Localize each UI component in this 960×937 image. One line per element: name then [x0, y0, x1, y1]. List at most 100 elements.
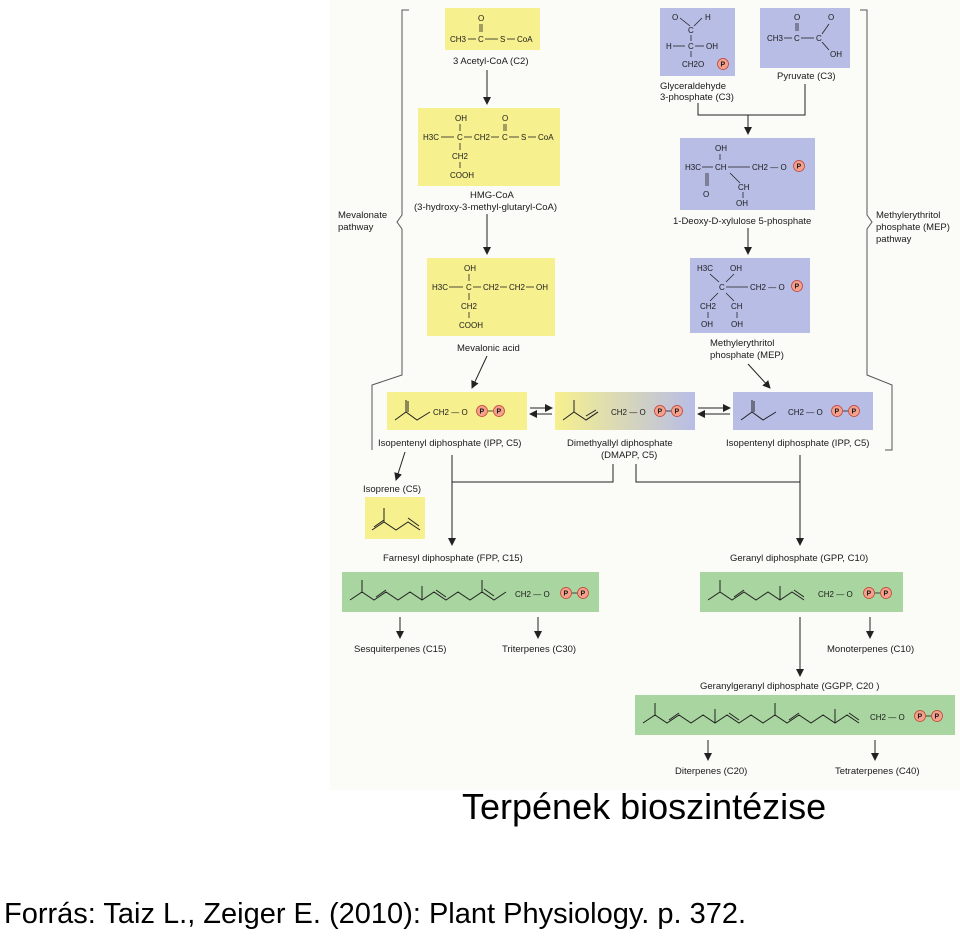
hmg-coa-box [418, 108, 560, 186]
dmapp-structure: CH2 — O P P [562, 400, 683, 421]
svg-text:CH2: CH2 [700, 302, 717, 311]
svg-text:CH2 — O: CH2 — O [870, 713, 905, 722]
svg-text:P: P [658, 409, 663, 416]
glyceraldehyde-label-2: 3-phosphate (C3) [660, 92, 734, 103]
monoterpenes-label: Monoterpenes (C10) [827, 644, 914, 655]
dmapp-label-2: (DMAPP, C5) [601, 450, 657, 461]
mevalonate-bracket [371, 9, 409, 450]
ggpp-box [635, 695, 955, 735]
svg-text:P: P [721, 62, 726, 69]
svg-text:P: P [581, 591, 586, 598]
svg-text:CH2 — O: CH2 — O [752, 163, 787, 172]
mevalonate-pathway-label-2: pathway [338, 222, 374, 233]
svg-text:CH2: CH2 [452, 152, 469, 161]
acetyl-coa-box [445, 8, 540, 50]
svg-text:H3C: H3C [423, 133, 439, 142]
svg-text:CH3: CH3 [767, 34, 784, 43]
svg-text:P: P [835, 409, 840, 416]
mep-box [690, 258, 810, 333]
deoxyxylulose-box [680, 138, 815, 210]
mep-pathway-label-2: phosphate (MEP) [876, 222, 950, 233]
svg-text:CH2O: CH2O [682, 60, 704, 69]
pathway-figure: O CH3 C S CoA O H C H C OH CH2O P O O CH… [330, 0, 960, 790]
svg-text:CH2 — O: CH2 — O [611, 408, 646, 417]
ipp-right-label: Isopentenyl diphosphate (IPP, C5) [726, 438, 869, 449]
hmg-coa-label-1: HMG-CoA [470, 190, 514, 201]
isoprene-box [365, 497, 425, 539]
slide-title: Terpének bioszintézise [462, 786, 827, 827]
dmapp-label-1: Dimethyallyl diphosphate [567, 438, 673, 449]
svg-text:OH: OH [830, 50, 842, 59]
pathway-diagram: O CH3 C S CoA O H C H C OH CH2O P O O CH… [338, 8, 955, 777]
mevalonic-acid-label: Mevalonic acid [457, 343, 520, 354]
svg-text:O: O [672, 13, 678, 22]
mep-label-1: Methylerythritol [710, 338, 774, 349]
acetyl-coa-label: 3 Acetyl-CoA (C2) [453, 56, 529, 67]
svg-text:C: C [502, 133, 508, 142]
svg-text:P: P [564, 591, 569, 598]
svg-text:P: P [884, 591, 889, 598]
isoprene-label: Isoprene (C5) [363, 484, 421, 495]
mep-label-2: phosphate (MEP) [710, 350, 784, 361]
source-citation: Forrás: Taiz L., Zeiger E. (2010): Plant… [4, 898, 747, 930]
svg-text:P: P [795, 284, 800, 291]
fpp-structure: CH2 — O P P [349, 580, 589, 601]
svg-text:COOH: COOH [450, 171, 474, 180]
diterpenes-label: Diterpenes (C20) [675, 766, 747, 777]
pyruvate-structure: O O CH3 C C OH [767, 13, 842, 59]
svg-text:O: O [502, 114, 508, 123]
svg-text:H: H [705, 13, 711, 22]
sesquiterpenes-label: Sesquiterpenes (C15) [354, 644, 446, 655]
mep-bracket [860, 9, 893, 451]
ipp-left-structure: CH2 — O P P [394, 400, 505, 421]
svg-text:C: C [478, 35, 484, 44]
svg-text:CH: CH [731, 302, 743, 311]
svg-text:CH2 — O: CH2 — O [433, 408, 468, 417]
svg-text:CH2: CH2 [509, 283, 526, 292]
mep-pathway-label-1: Methylerythritol [876, 210, 940, 221]
svg-text:OH: OH [715, 144, 727, 153]
ipp-left-label: Isopentenyl diphosphate (IPP, C5) [378, 438, 521, 449]
glyceraldehyde-label-1: Glyceraldehyde [660, 81, 726, 92]
svg-text:OH: OH [706, 42, 718, 51]
svg-text:CoA: CoA [517, 35, 533, 44]
svg-text:OH: OH [736, 199, 748, 208]
svg-text:OH: OH [730, 264, 742, 273]
svg-text:CH2 — O: CH2 — O [788, 408, 823, 417]
svg-text:CoA: CoA [538, 133, 554, 142]
svg-text:OH: OH [536, 283, 548, 292]
svg-text:CH2: CH2 [461, 302, 478, 311]
svg-text:CH2 — O: CH2 — O [515, 590, 550, 599]
gpp-structure: CH2 — O P P [707, 580, 892, 601]
mevalonate-pathway-label-1: Mevalonate [338, 210, 387, 221]
svg-text:C: C [794, 34, 800, 43]
pathway-arrows [394, 70, 879, 761]
svg-text:OH: OH [731, 320, 743, 329]
deoxyxylulose-structure: OH H3C CH CH2 — O P O CH OH [685, 144, 805, 208]
svg-text:P: P [675, 409, 680, 416]
svg-text:CH2 — O: CH2 — O [818, 590, 853, 599]
svg-text:OH: OH [455, 114, 467, 123]
pyruvate-label: Pyruvate (C3) [777, 71, 836, 82]
svg-text:CH3: CH3 [450, 35, 467, 44]
tetraterpenes-label: Tetraterpenes (C40) [835, 766, 919, 777]
svg-text:CH2: CH2 [483, 283, 500, 292]
hmg-coa-label-2: (3-hydroxy-3-methyl-glutaryl-CoA) [414, 202, 557, 213]
mevalonic-acid-structure: OH H3C C CH2 CH2 OH CH2 COOH [432, 264, 548, 330]
triterpenes-label: Triterpenes (C30) [502, 644, 576, 655]
svg-text:O: O [478, 14, 484, 23]
glyceraldehyde-structure: O H C H C OH CH2O P [666, 13, 729, 70]
svg-text:CH2 — O: CH2 — O [750, 283, 785, 292]
isoprene-structure [371, 508, 421, 531]
svg-text:P: P [935, 714, 940, 721]
svg-text:C: C [688, 42, 694, 51]
svg-text:CH: CH [715, 163, 727, 172]
svg-text:H3C: H3C [432, 283, 448, 292]
acetyl-coa-structure: O CH3 C S CoA [450, 14, 533, 44]
mep-structure: H3C OH C CH2 — O P CH2 CH OH OH [697, 264, 803, 329]
ggpp-structure: CH2 — O P P [642, 703, 943, 724]
svg-text:S: S [500, 35, 505, 44]
svg-text:OH: OH [701, 320, 713, 329]
svg-text:S: S [521, 133, 526, 142]
fpp-label: Farnesyl diphosphate (FPP, C15) [383, 553, 523, 564]
